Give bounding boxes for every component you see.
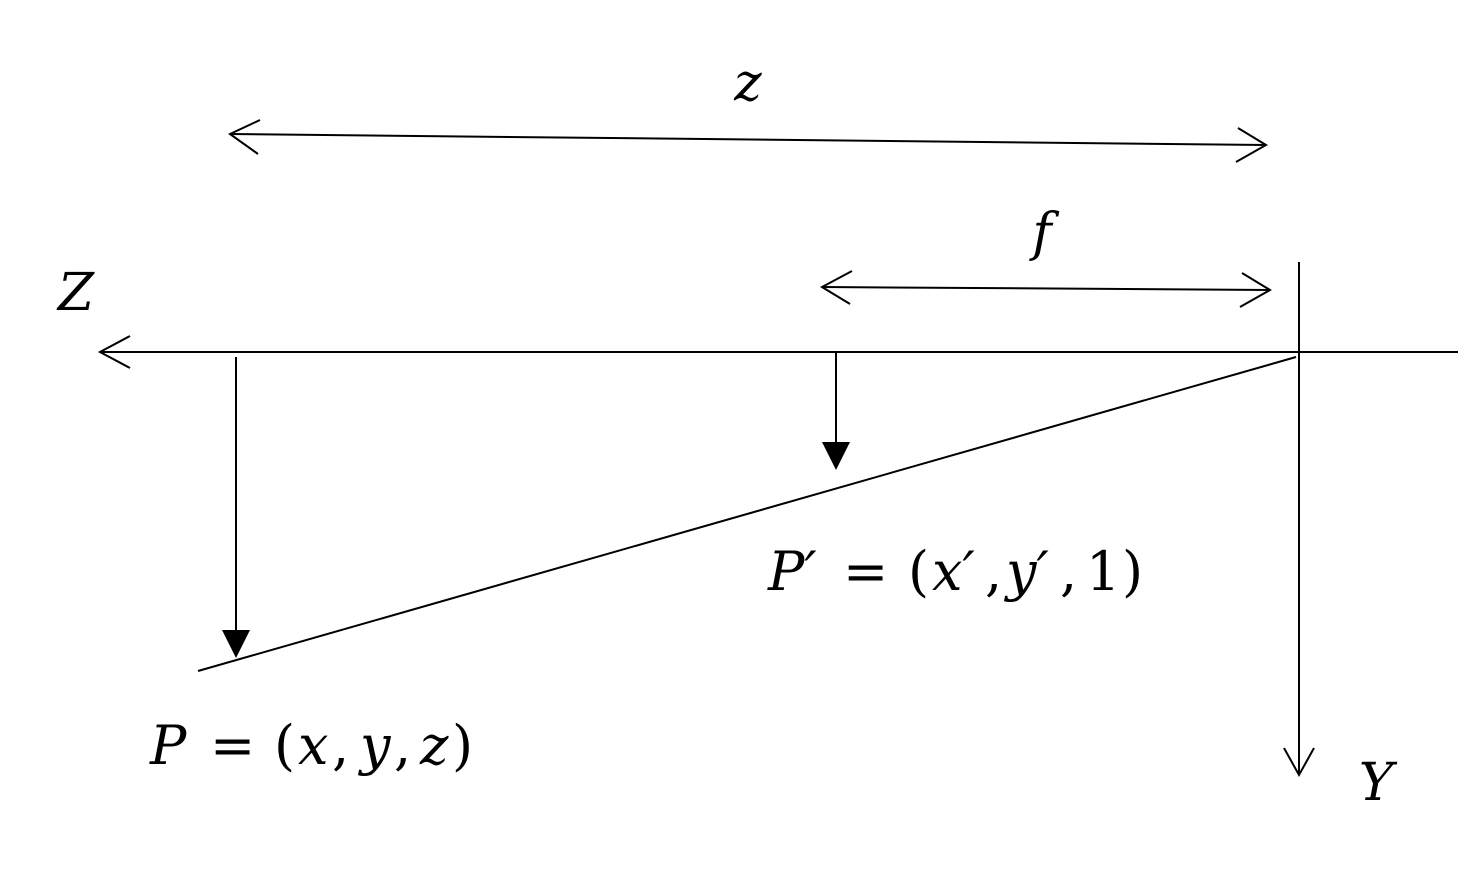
image-point-equals-sign: = <box>843 540 888 603</box>
scene-point-y-coordinate: y <box>358 714 392 777</box>
scene-point-x-coordinate: x <box>298 714 328 777</box>
y-axis-label: Y <box>1359 753 1398 813</box>
z-axis-label: Z <box>56 263 95 323</box>
scene-point-equals-sign: = <box>210 714 255 777</box>
z-distance-line <box>229 133 1267 146</box>
y-axis-arrowhead <box>1283 747 1315 778</box>
projection-ray <box>197 356 1297 672</box>
scene-point-z-coordinate: z <box>419 714 449 777</box>
scene-point-second-comma: , <box>394 714 411 777</box>
scene-point-label: P = ( x , y , z ) <box>149 714 473 777</box>
z-distance-left-arrowhead <box>228 119 261 155</box>
image-point-name: P′ <box>767 540 817 603</box>
image-point-label: P′ = ( x′ , y′ , 1 ) <box>767 540 1143 603</box>
focal-length-line <box>821 286 1271 291</box>
focal-length-left-arrowhead <box>819 270 853 305</box>
image-point-first-comma: , <box>985 540 1002 603</box>
z-distance-right-arrowhead <box>1235 127 1268 163</box>
image-point-drop-arrow <box>822 352 850 470</box>
y-axis: Y <box>1283 262 1398 813</box>
scene-point-close-paren: ) <box>452 714 473 777</box>
z-axis: Z <box>56 263 1458 369</box>
focal-length-right-arrowhead <box>1239 272 1272 308</box>
image-point-open-paren: ( <box>908 540 929 603</box>
focal-length-dimension: f <box>819 203 1272 308</box>
image-point-z-coordinate: 1 <box>1086 540 1120 603</box>
z-distance-dimension: z <box>228 53 1268 163</box>
image-point-close-paren: ) <box>1122 540 1143 603</box>
image-point-y-coordinate: y′ <box>1004 540 1049 603</box>
image-point-second-comma: , <box>1060 540 1077 603</box>
focal-length-label: f <box>1028 203 1059 263</box>
scene-point-first-comma: , <box>332 714 349 777</box>
image-point-x-coordinate: x′ <box>932 540 975 603</box>
scene-point-drop-arrow <box>222 357 250 658</box>
z-axis-arrowhead <box>97 335 131 369</box>
scene-point-name: P <box>149 714 188 777</box>
scene-point-open-paren: ( <box>274 714 295 777</box>
z-distance-label: z <box>733 53 762 113</box>
scene-point-drop-arrowhead <box>222 630 250 658</box>
image-point-drop-arrowhead <box>822 442 850 470</box>
